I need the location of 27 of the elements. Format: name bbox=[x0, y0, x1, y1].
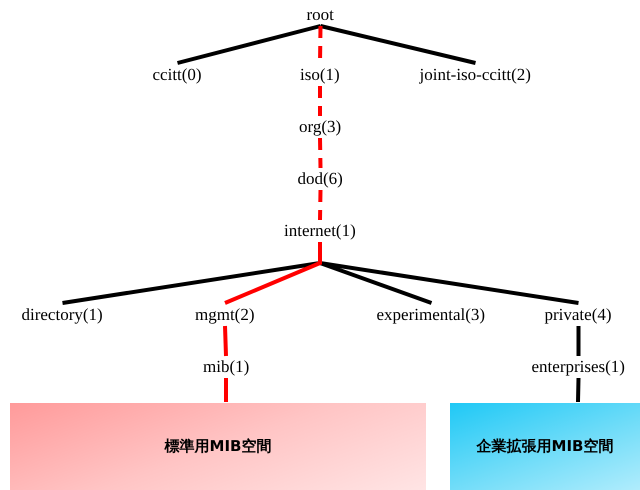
tree-node-label: mgmt(2) bbox=[195, 305, 254, 325]
tree-node-label: enterprises(1) bbox=[532, 357, 625, 377]
tree-node-label: ccitt(0) bbox=[152, 65, 202, 85]
tree-node-label: internet(1) bbox=[284, 221, 356, 241]
box-title: 企業拡張用MIB空間 bbox=[476, 437, 614, 456]
tree-branch-line bbox=[224, 378, 228, 402]
tree-branch-line bbox=[223, 326, 228, 356]
tree-branch-line bbox=[576, 326, 580, 356]
tree-branch-line bbox=[318, 190, 322, 220]
tree-branch-line bbox=[318, 138, 322, 168]
tree-node-label: org(3) bbox=[299, 117, 342, 137]
tree-branch-line bbox=[318, 86, 322, 116]
mib-space-box bbox=[10, 403, 426, 490]
tree-node-label: joint-iso-ccitt(2) bbox=[420, 65, 531, 85]
tree-branch-line bbox=[576, 378, 580, 402]
box-title: 標準用MIB空間 bbox=[164, 437, 272, 456]
tree-node-label: iso(1) bbox=[300, 65, 340, 85]
tree-node-label: experimental(3) bbox=[376, 305, 486, 325]
tree-node-label: root bbox=[306, 5, 334, 25]
tree-node-label: directory(1) bbox=[22, 305, 103, 325]
tree-node-label: private(4) bbox=[544, 305, 612, 325]
tree-node-label: mib(1) bbox=[203, 357, 250, 377]
mib-space-box bbox=[450, 403, 640, 490]
tree-branch-line bbox=[224, 242, 322, 305]
tree-branch-line bbox=[318, 24, 476, 65]
tree-node-label: dod(6) bbox=[298, 169, 343, 189]
tree-branch-line bbox=[177, 24, 322, 65]
